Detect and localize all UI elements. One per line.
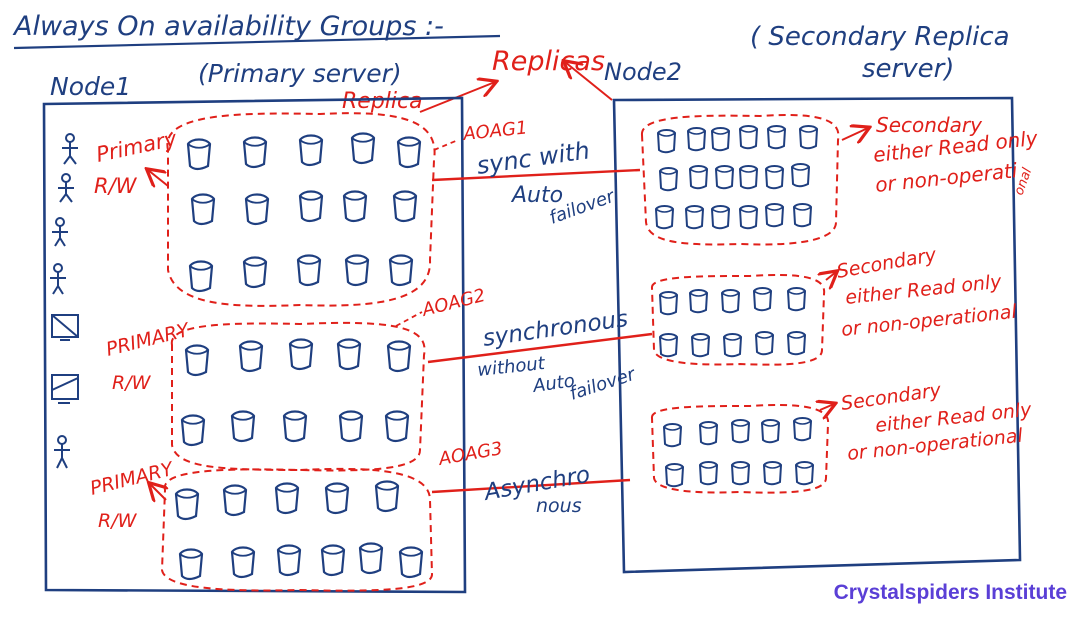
- aoag1-name: AOAG1: [461, 117, 528, 145]
- aoag1-link-line2: Auto: [510, 183, 563, 208]
- node1-replica-label: Replica: [342, 89, 423, 114]
- aoag1-secondary-line1: Secondary: [876, 113, 983, 137]
- watermark: Crystalspiders Institute: [833, 581, 1067, 604]
- aoag3-primary-group: [160, 467, 434, 592]
- aoag2-secondary-databases: [659, 287, 806, 358]
- node2-label: Node2: [604, 58, 682, 86]
- aoag3-primary-databases: [174, 480, 424, 581]
- aoag1-secondary-arrow: [841, 128, 868, 140]
- user-icon: [58, 173, 74, 203]
- user-icon: [52, 217, 68, 247]
- aoag2-link-line4: failover: [567, 363, 639, 404]
- aoag1-primary-databases: [186, 132, 422, 293]
- user-icon: [54, 435, 70, 469]
- aoag2-primary-group: [170, 321, 426, 472]
- aoag2-primary-databases: [180, 338, 412, 447]
- page-title: Always On availability Groups :-: [12, 11, 444, 42]
- aoag1-name-pointer: [433, 139, 459, 151]
- aoag3-link-line: [431, 478, 631, 494]
- aoag3-secondary-arrow: [820, 404, 834, 410]
- title-underline: [13, 34, 501, 50]
- aoag1-link-line: [431, 168, 641, 182]
- aoag2-primary-label: PRIMARY: [104, 319, 193, 361]
- aoag3-link-line2: nous: [536, 495, 582, 517]
- user-icon: [62, 133, 78, 165]
- aoag2-primary-mode: R/W: [112, 372, 152, 394]
- monitor-icon: [51, 374, 79, 404]
- aoag1-primary-mode: R/W: [94, 174, 138, 198]
- aoag1-primary-group: [166, 112, 436, 307]
- node1-label: Node1: [50, 72, 131, 101]
- aoag2-secondary-group: [651, 273, 826, 366]
- aoag1-primary-arrow: [148, 170, 169, 186]
- aoag2-link-line: [427, 332, 653, 364]
- node2-role-line1: ( Secondary Replica: [750, 22, 1010, 52]
- replicas-arrow-label: Replicas: [492, 46, 605, 77]
- aoag3-primary-arrow: [150, 484, 166, 500]
- node2-role-line2: server): [862, 54, 954, 84]
- node1-role: (Primary server): [198, 59, 402, 88]
- aoag3-name: AOAG3: [436, 438, 504, 470]
- aoag1-secondary-databases: [655, 125, 818, 230]
- users-column: [50, 133, 79, 469]
- node2-server-box: [612, 96, 1022, 574]
- aoag2-secondary-arrow: [826, 272, 836, 280]
- aoag3-secondary-databases: [663, 417, 814, 488]
- aoag3-primary-label: PRIMARY: [88, 458, 177, 500]
- aoag1-secondary-group: [640, 114, 840, 246]
- aoag2-name: AOAG2: [419, 285, 487, 321]
- aoag3-primary-mode: R/W: [98, 510, 138, 532]
- node1-server-box: [42, 96, 467, 594]
- user-icon: [50, 263, 66, 295]
- monitor-icon: [51, 314, 79, 341]
- aoag3-secondary-group: [651, 403, 830, 494]
- replica-arrow-right: [565, 62, 613, 101]
- aoag2-name-pointer: [395, 311, 423, 327]
- aoag1-primary-label: Primary: [94, 126, 179, 167]
- aoag2-secondary-line1: Secondary: [835, 244, 939, 283]
